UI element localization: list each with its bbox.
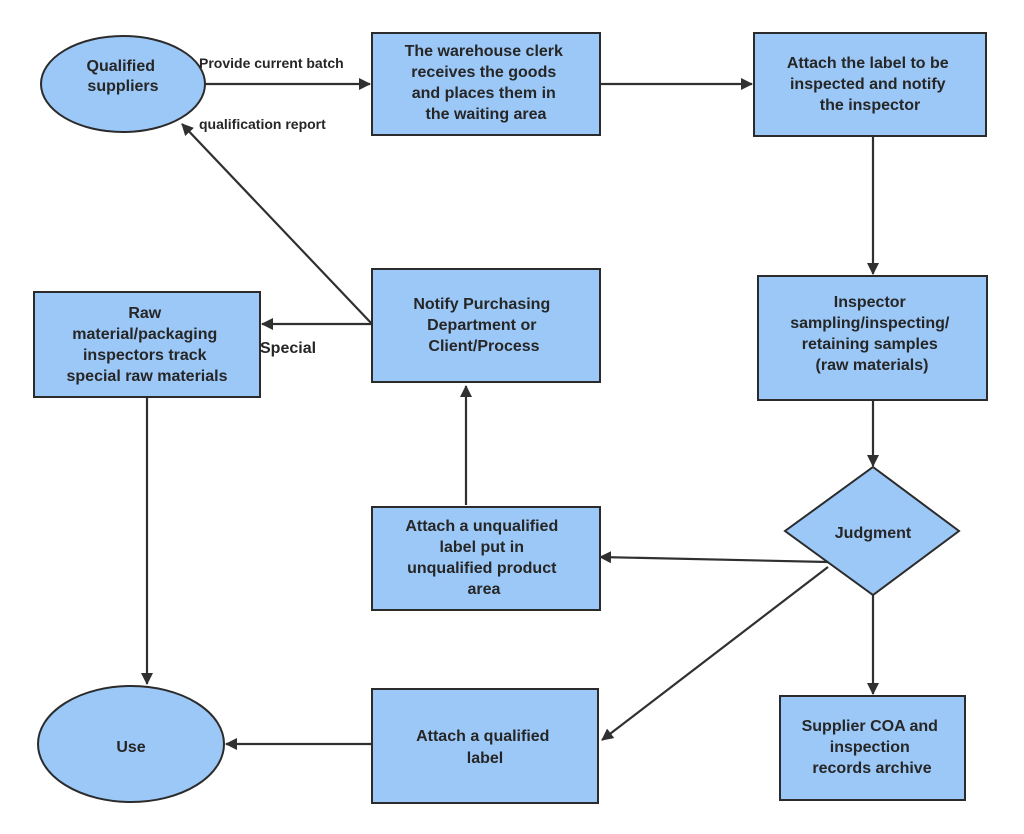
process-box <box>779 695 966 801</box>
label-line: retaining samples <box>802 336 938 353</box>
node-notify-purchasing: Notify Purchasing Department or Client/P… <box>371 268 601 383</box>
label-line: the waiting area <box>426 106 547 123</box>
terminal-shape <box>37 685 225 803</box>
edge-label-special: Special <box>260 340 316 357</box>
label-line: receives the goods <box>411 64 556 81</box>
node-coa-archive: Supplier COA and inspection records arch… <box>779 695 966 801</box>
edge-label-qualification-report: qualification report <box>199 116 326 132</box>
node-qualified-suppliers-label: Qualified suppliers <box>87 58 160 95</box>
label-line: Judgment <box>835 525 912 542</box>
terminal-shape <box>40 35 206 133</box>
decision-diamond <box>783 465 961 597</box>
node-attach-inspect-label-text: Attach the label to be inspected and not… <box>787 55 953 114</box>
node-judgment: Judgment <box>783 465 961 597</box>
edge-judgment-to-unqualified <box>599 551 829 564</box>
label-line: Attach the label to be <box>787 55 949 72</box>
node-use: Use <box>37 685 225 803</box>
label-line: Use <box>116 739 145 756</box>
node-raw-material-track-label: Raw material/packaging inspectors track … <box>67 305 228 385</box>
process-box <box>371 506 601 611</box>
node-unqualified-label-text: Attach a unqualified label put in unqual… <box>405 518 562 598</box>
label-line: sampling/inspecting/ <box>790 315 950 332</box>
node-warehouse-clerk: The warehouse clerk receives the goods a… <box>371 32 601 136</box>
label-line: inspection <box>830 739 910 756</box>
label-line: Department or <box>427 317 536 334</box>
node-coa-archive-label: Supplier COA and inspection records arch… <box>802 718 943 777</box>
label-line: and places them in <box>412 85 556 102</box>
label-line: Client/Process <box>428 338 539 355</box>
label-line: unqualified product <box>407 560 557 577</box>
label-line: suppliers <box>87 78 158 95</box>
process-box <box>33 291 261 398</box>
label-line: Notify Purchasing <box>413 296 550 313</box>
label-line: Attach a unqualified <box>405 518 558 535</box>
edge-notify-to-suppliers <box>181 123 373 325</box>
label-line: area <box>468 581 501 598</box>
label-line: inspectors track <box>83 347 207 364</box>
node-notify-purchasing-label: Notify Purchasing Department or Client/P… <box>413 296 554 355</box>
label-line: special raw materials <box>67 368 228 385</box>
node-qualified-suppliers: Qualified suppliers <box>40 35 206 133</box>
process-box <box>371 32 601 136</box>
label-line: inspected and notify <box>790 76 946 93</box>
label-line: label <box>467 750 503 767</box>
label-line: material/packaging <box>72 326 217 343</box>
label-line: Supplier COA and <box>802 718 938 735</box>
label-line: records archive <box>812 760 931 777</box>
node-qualified-label-text: Attach a qualified label <box>416 728 554 767</box>
node-judgment-label: Judgment <box>835 525 912 542</box>
process-box <box>757 275 988 401</box>
node-use-label: Use <box>116 739 145 756</box>
edge-judgment-to-qualified <box>601 566 829 741</box>
label-line: Qualified <box>87 58 155 75</box>
node-inspector-sampling-label: Inspector sampling/inspecting/ retaining… <box>790 294 954 374</box>
label-line: label put in <box>440 539 524 556</box>
label-line: Attach a qualified <box>416 728 549 745</box>
label-line: (raw materials) <box>816 357 929 374</box>
node-warehouse-clerk-label: The warehouse clerk receives the goods a… <box>405 43 568 123</box>
process-box <box>371 688 599 804</box>
node-attach-inspect-label: Attach the label to be inspected and not… <box>753 32 987 137</box>
label-line: Inspector <box>834 294 906 311</box>
label-line: the inspector <box>820 97 920 114</box>
label-line: The warehouse clerk <box>405 43 563 60</box>
edge-label-provide-batch: Provide current batch <box>199 55 344 71</box>
process-box <box>371 268 601 383</box>
label-line: Raw <box>128 305 161 322</box>
node-inspector-sampling: Inspector sampling/inspecting/ retaining… <box>757 275 988 401</box>
node-raw-material-track: Raw material/packaging inspectors track … <box>33 291 261 398</box>
node-qualified-label: Attach a qualified label <box>371 688 599 804</box>
node-unqualified-label: Attach a unqualified label put in unqual… <box>371 506 601 611</box>
process-box <box>753 32 987 137</box>
